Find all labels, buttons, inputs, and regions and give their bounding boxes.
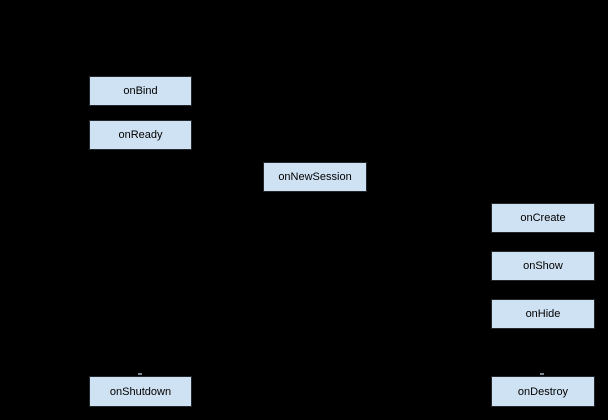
node-oncreate-label: onCreate	[520, 212, 566, 224]
node-onshutdown: onShutdown	[89, 376, 192, 407]
node-onhide-label: onHide	[525, 308, 561, 320]
node-onready-label: onReady	[118, 129, 163, 141]
node-ondestroy: onDestroy	[491, 376, 595, 407]
node-ondestroy-label: onDestroy	[517, 385, 569, 398]
node-oncreate: onCreate	[491, 203, 595, 233]
node-onshow: onShow	[491, 251, 595, 281]
node-onnewsession: onNewSession	[263, 162, 367, 192]
node-onshutdown-label: onShutdown	[109, 385, 172, 398]
arrowhead-remnant-icon	[138, 373, 142, 375]
node-onbind: onBind	[89, 76, 192, 106]
node-onready: onReady	[89, 120, 192, 150]
node-onhide: onHide	[491, 299, 595, 329]
node-onnewsession-label: onNewSession	[278, 171, 352, 183]
node-onshow-label: onShow	[523, 260, 563, 272]
arrowhead-remnant-icon	[540, 373, 544, 375]
node-onbind-label: onBind	[123, 85, 158, 97]
